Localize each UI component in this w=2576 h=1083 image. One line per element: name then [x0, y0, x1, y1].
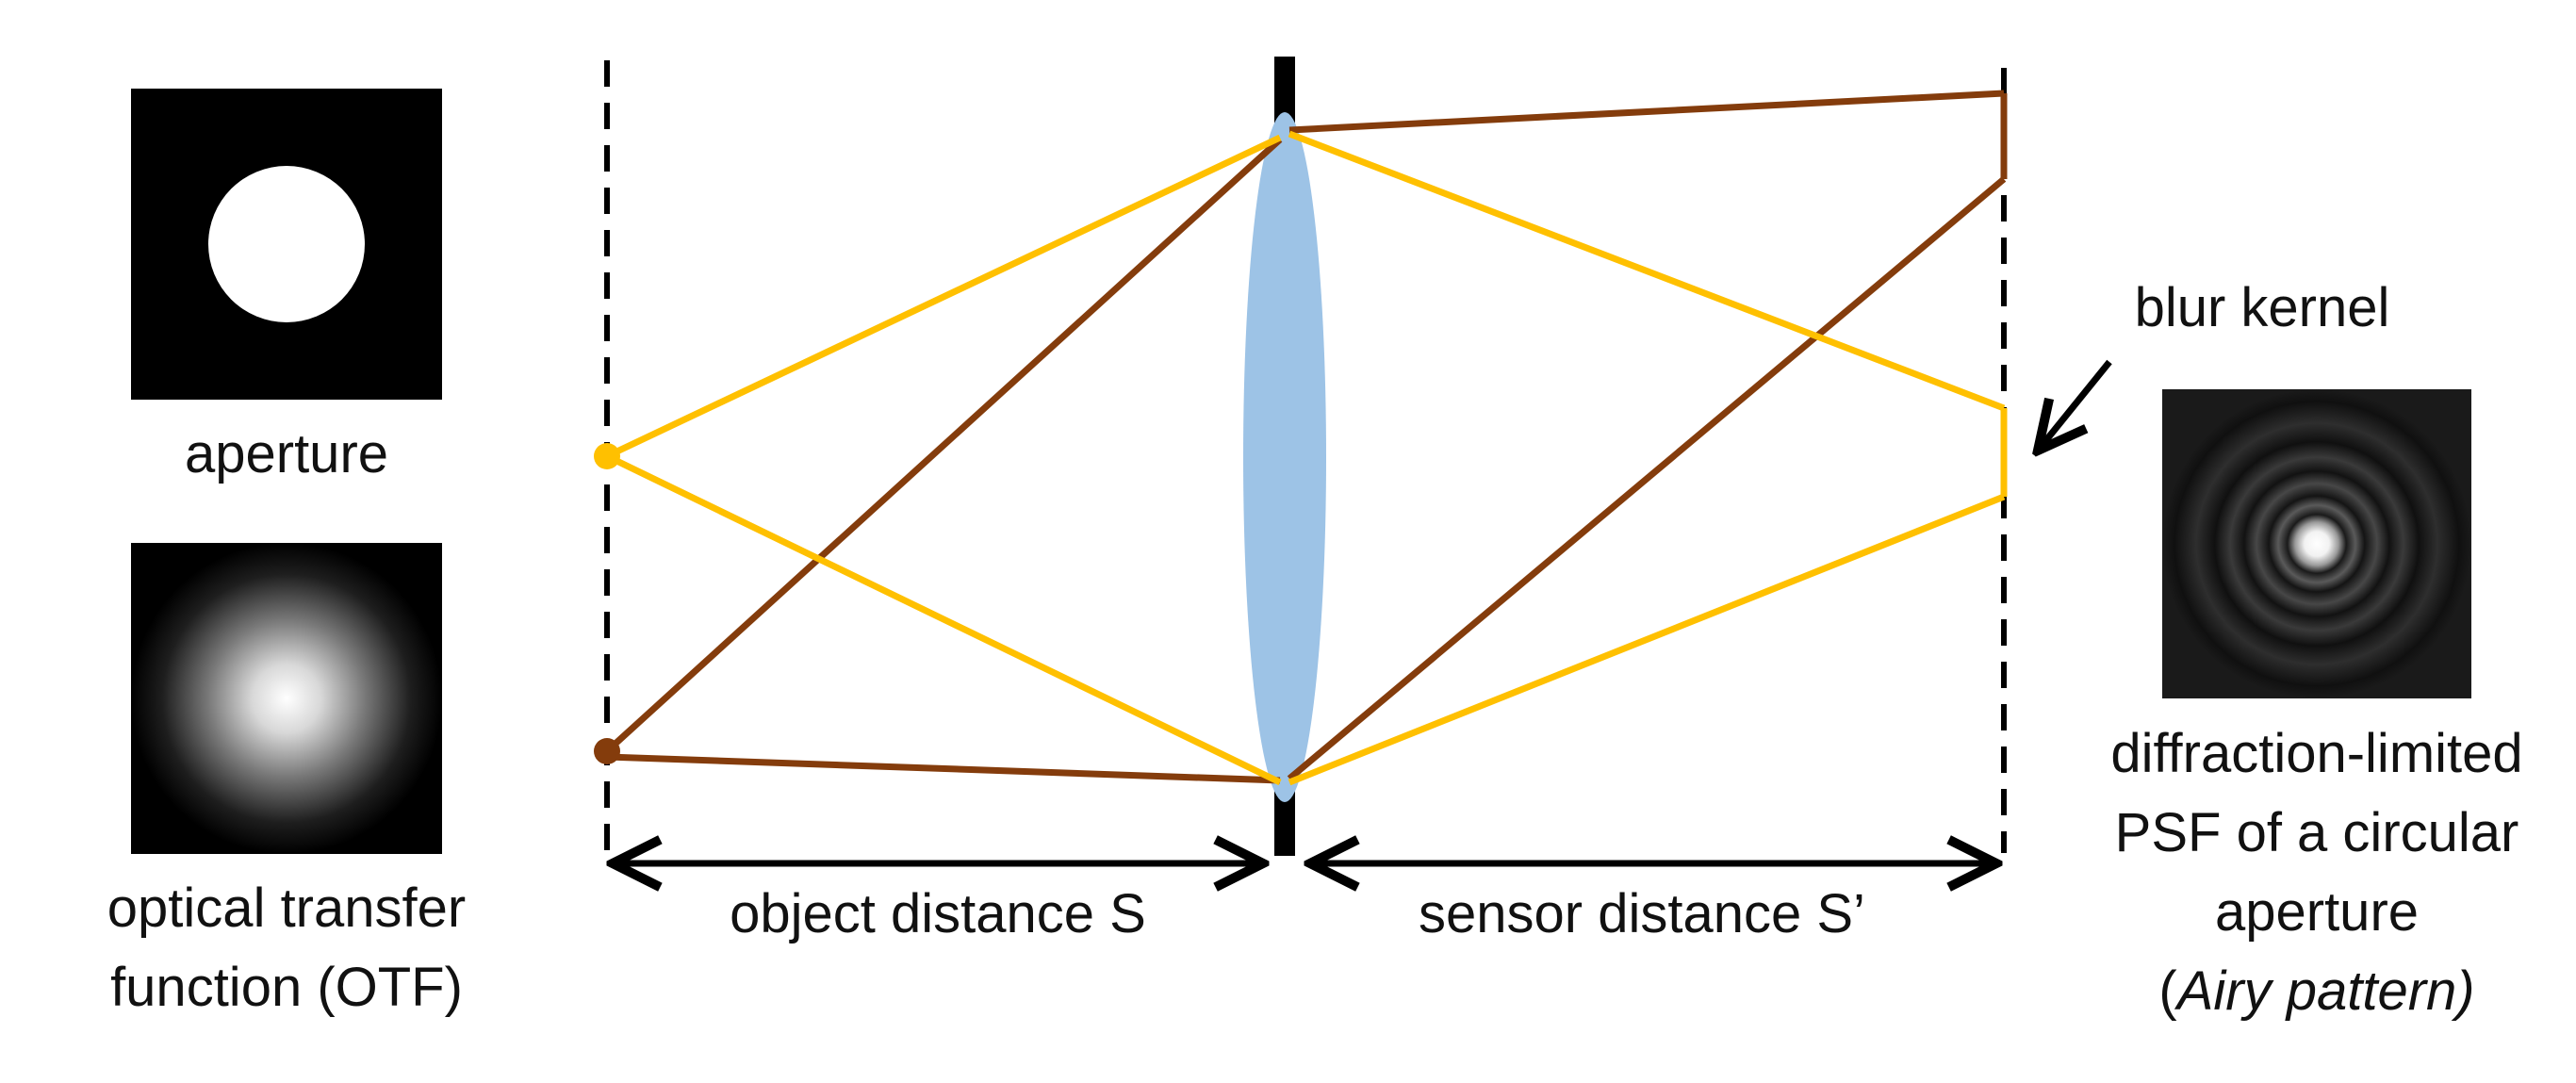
sensor-distance-label: sensor distance S’: [1419, 883, 1865, 944]
in-focus-ray-upper-left: [605, 134, 1282, 460]
out-of-focus-ray-lower-left: [606, 753, 1281, 784]
psf-label-line2: PSF of a circular: [2114, 802, 2519, 863]
out-of-focus-rays: [604, 90, 2008, 784]
aperture-label: aperture: [184, 423, 389, 484]
otf-label-line1: optical transfer: [107, 878, 467, 939]
otf-label-line2: function (OTF): [110, 957, 463, 1018]
psf-label-paren: (: [2158, 960, 2177, 1022]
in-focus-ray-upper-right: [1288, 130, 2006, 412]
out-of-focus-point: [594, 738, 620, 764]
otf-square: [131, 543, 442, 854]
psf-label-line4: (Airy pattern): [2058, 952, 2576, 1031]
in-focus-ray-lower-right: [1288, 493, 2006, 786]
out-of-focus-ray-upper-left: [604, 137, 1283, 754]
blur-kernel-arrow: [2038, 359, 2112, 451]
out-of-focus-ray-lower-right: [1287, 176, 2007, 781]
aperture-image: [131, 89, 442, 400]
blur-kernel-label: blur kernel: [2134, 277, 2390, 338]
object-distance-label: object distance S: [730, 883, 1146, 944]
aperture-opening: [208, 166, 365, 322]
otf-image: [131, 543, 442, 854]
psf-label-line1: diffraction-limited: [2110, 723, 2523, 784]
out-of-focus-ray-upper-right: [1288, 90, 2005, 134]
in-focus-ray-lower-left: [605, 452, 1282, 786]
psf-label-line3: aperture: [2214, 881, 2420, 943]
lens: [1243, 112, 1326, 802]
in-focus-point: [594, 443, 620, 469]
airy-psf-image: [2162, 389, 2471, 698]
in-focus-rays: [605, 130, 2008, 786]
airy-square: [2162, 389, 2471, 698]
psf-label-italic: Airy pattern): [2176, 960, 2475, 1022]
